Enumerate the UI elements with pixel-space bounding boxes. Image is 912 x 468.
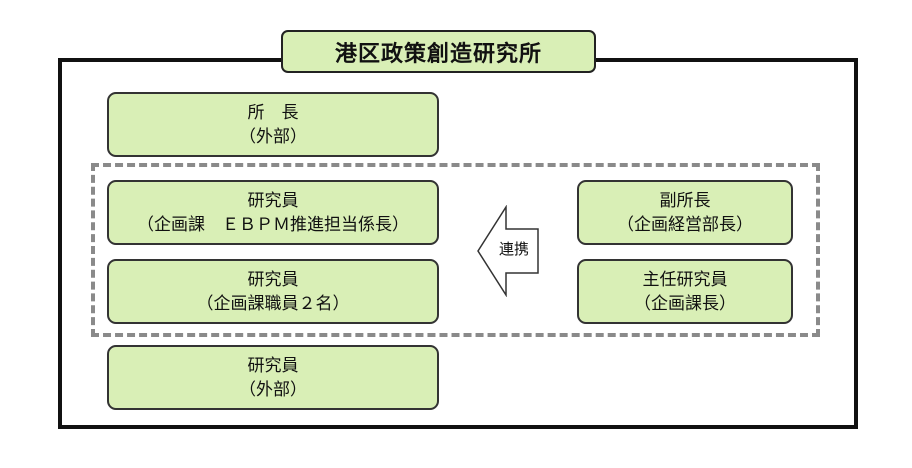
deputy-director-box: 副所長 （企画経営部長） [577, 180, 793, 245]
researcher-ebpm-box: 研究員 （企画課 ＥＢＰＭ推進担当係長） [107, 180, 439, 245]
cooperation-arrow [476, 205, 540, 297]
director-box: 所 長 （外部） [107, 92, 439, 157]
director-affiliation: （外部） [239, 126, 307, 147]
researcher-ebpm-role: 研究員 [247, 190, 299, 211]
researcher-external-affiliation: （外部） [239, 379, 307, 400]
chief-researcher-affiliation: （企画課長） [634, 293, 736, 314]
director-role: 所 長 [247, 102, 299, 123]
researcher-staff-affiliation: （企画課職員２名） [196, 293, 350, 314]
cooperation-label: 連携 [498, 240, 529, 258]
internal-members-group [91, 163, 820, 337]
chief-researcher-role: 主任研究員 [642, 269, 728, 290]
researcher-external-box: 研究員 （外部） [107, 345, 439, 410]
chief-researcher-box: 主任研究員 （企画課長） [577, 259, 793, 324]
left-arrow-icon [477, 205, 539, 297]
deputy-director-role: 副所長 [659, 190, 711, 211]
researcher-external-role: 研究員 [247, 355, 299, 376]
researcher-ebpm-affiliation: （企画課 ＥＢＰＭ推進担当係長） [137, 214, 409, 235]
researcher-staff-role: 研究員 [247, 269, 299, 290]
researcher-staff-box: 研究員 （企画課職員２名） [107, 259, 439, 324]
deputy-director-affiliation: （企画経営部長） [617, 214, 753, 235]
organization-title: 港区政策創造研究所 [281, 30, 596, 73]
